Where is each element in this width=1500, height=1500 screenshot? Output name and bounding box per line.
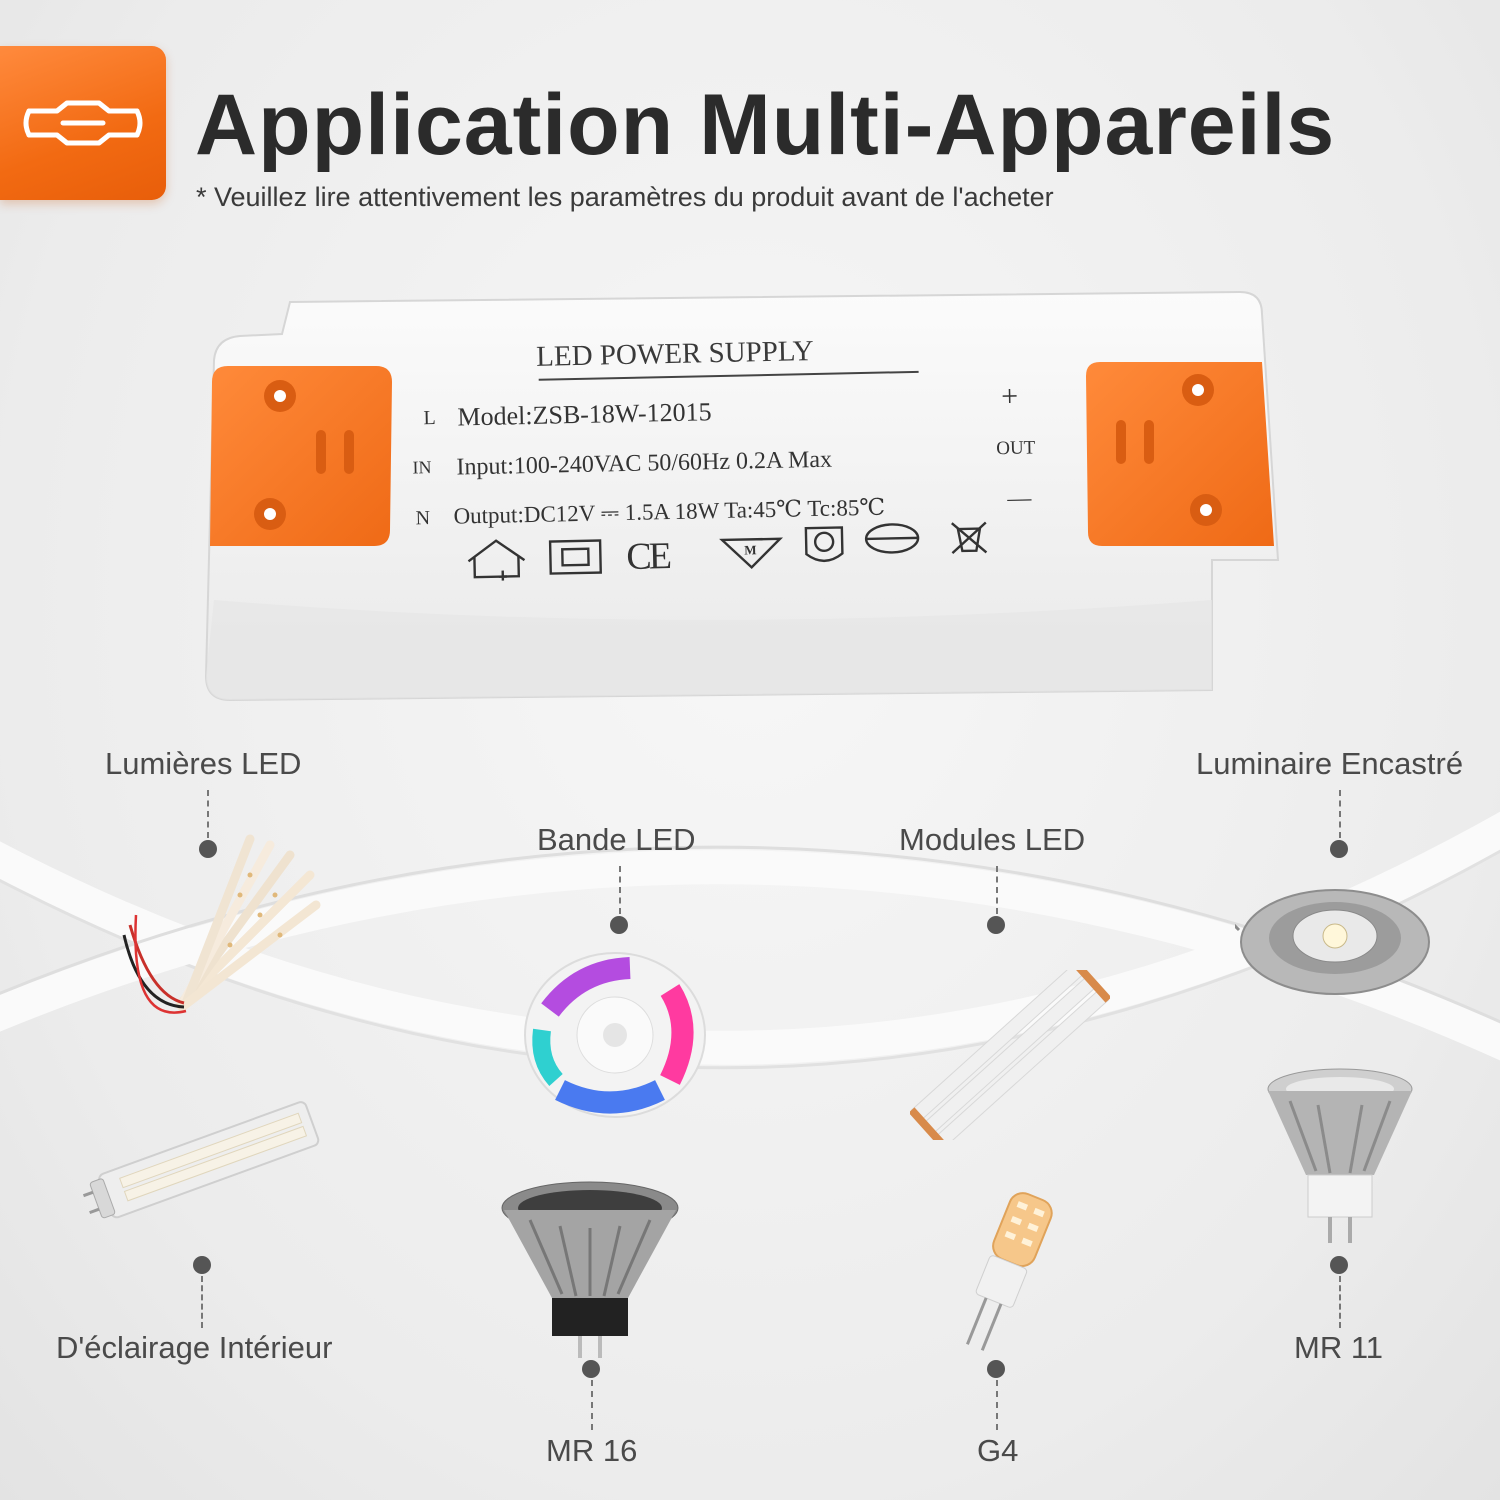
dot-eclairage-interieur	[193, 1256, 211, 1274]
label-luminaire-encastre: Luminaire Encastré	[1196, 746, 1464, 781]
dot-g4	[987, 1360, 1005, 1378]
label-mr16: MR 16	[546, 1433, 638, 1468]
dot-lumieres-led	[199, 840, 217, 858]
led-strips-bundle-icon	[122, 834, 321, 1014]
label-g4: G4	[977, 1433, 1019, 1468]
led-power-supply: LED POWER SUPPLY L Model:ZSB-18W-12015 I…	[204, 290, 1280, 702]
pin-n: N	[415, 507, 430, 529]
pin-l: L	[423, 407, 436, 429]
led-module-icon	[910, 970, 1110, 1140]
m-mark-letter: M	[744, 542, 757, 557]
indoor-use-icon	[467, 539, 526, 581]
g4-bulb-icon	[966, 1192, 1053, 1351]
out-label: OUT	[996, 437, 1036, 459]
connector-g4	[996, 1380, 998, 1430]
label-lumieres-led: Lumières LED	[105, 746, 302, 781]
dot-modules-led	[987, 916, 1005, 934]
connector-eclairage-interieur	[201, 1276, 203, 1328]
cable-connector-icon	[23, 100, 143, 146]
minus-terminal: —	[1006, 485, 1033, 512]
connector-mr16	[591, 1380, 593, 1430]
psu-model: Model:ZSB-18W-12015	[457, 397, 712, 431]
page-title: Application Multi-Appareils	[195, 77, 1336, 173]
connector-lumieres-led	[207, 790, 209, 838]
connector-luminaire-encastre	[1339, 790, 1341, 838]
label-modules-led: Modules LED	[899, 822, 1086, 857]
safety-transformer-icon	[804, 526, 844, 563]
dot-bande-led	[610, 916, 628, 934]
led-strip-reel-icon	[524, 952, 706, 1118]
m-mark-icon	[719, 537, 784, 570]
label-bande-led: Bande LED	[537, 822, 696, 857]
psu-heading: LED POWER SUPPLY	[536, 335, 814, 373]
label-eclairage-interieur: D'éclairage Intérieur	[56, 1330, 333, 1365]
pin-in: IN	[412, 457, 431, 477]
led-tube-icon	[82, 1101, 320, 1219]
plus-terminal: +	[1001, 380, 1019, 413]
label-mr11: MR 11	[1294, 1330, 1384, 1365]
ce-icon: CE	[626, 535, 671, 578]
page-subtitle: * Veuillez lire attentivement les paramè…	[196, 182, 1054, 212]
connector-bande-led	[619, 866, 621, 914]
weee-bin-icon	[951, 521, 988, 555]
dot-luminaire-encastre	[1330, 840, 1348, 858]
double-insulation-icon	[548, 539, 602, 575]
connector-modules-led	[996, 866, 998, 914]
mr16-bulb-icon	[501, 1181, 679, 1358]
dot-mr16	[582, 1360, 600, 1378]
short-circuit-proof-icon	[864, 523, 920, 554]
connector-mr11	[1339, 1276, 1341, 1328]
dot-mr11	[1330, 1256, 1348, 1274]
recessed-downlight-icon	[1235, 889, 1430, 995]
header-badge	[0, 46, 166, 200]
mr11-bulb-icon	[1267, 1068, 1413, 1243]
